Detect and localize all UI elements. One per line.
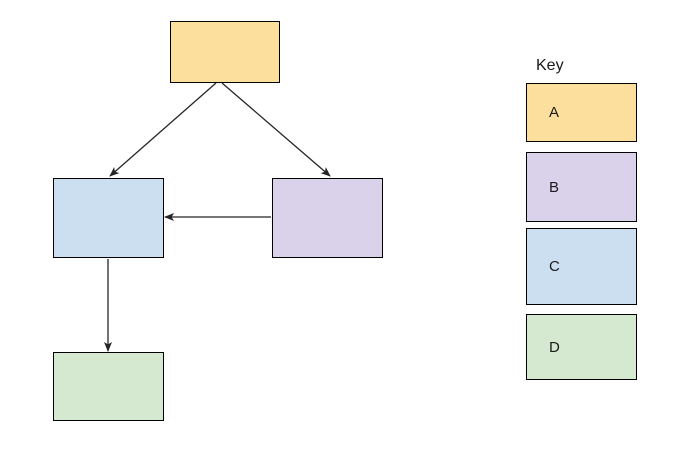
flow-node-d[interactable] [53,352,164,421]
key-item-b[interactable]: B [526,152,637,222]
flow-node-c[interactable] [53,178,164,258]
key-legend: Key A B C D [526,56,646,386]
key-item-b-label: B [549,178,560,196]
flow-node-b[interactable] [272,178,383,258]
edge-a-to-c [109,82,217,177]
key-item-c[interactable]: C [526,228,637,305]
key-item-a[interactable]: A [526,83,637,142]
flow-node-a[interactable] [170,21,280,83]
edge-a-to-b [221,82,331,177]
key-title: Key [536,57,564,74]
key-item-d[interactable]: D [526,314,637,380]
key-item-d-label: D [549,338,560,356]
key-item-c-label: C [549,258,560,275]
key-item-a-label: A [549,104,560,121]
